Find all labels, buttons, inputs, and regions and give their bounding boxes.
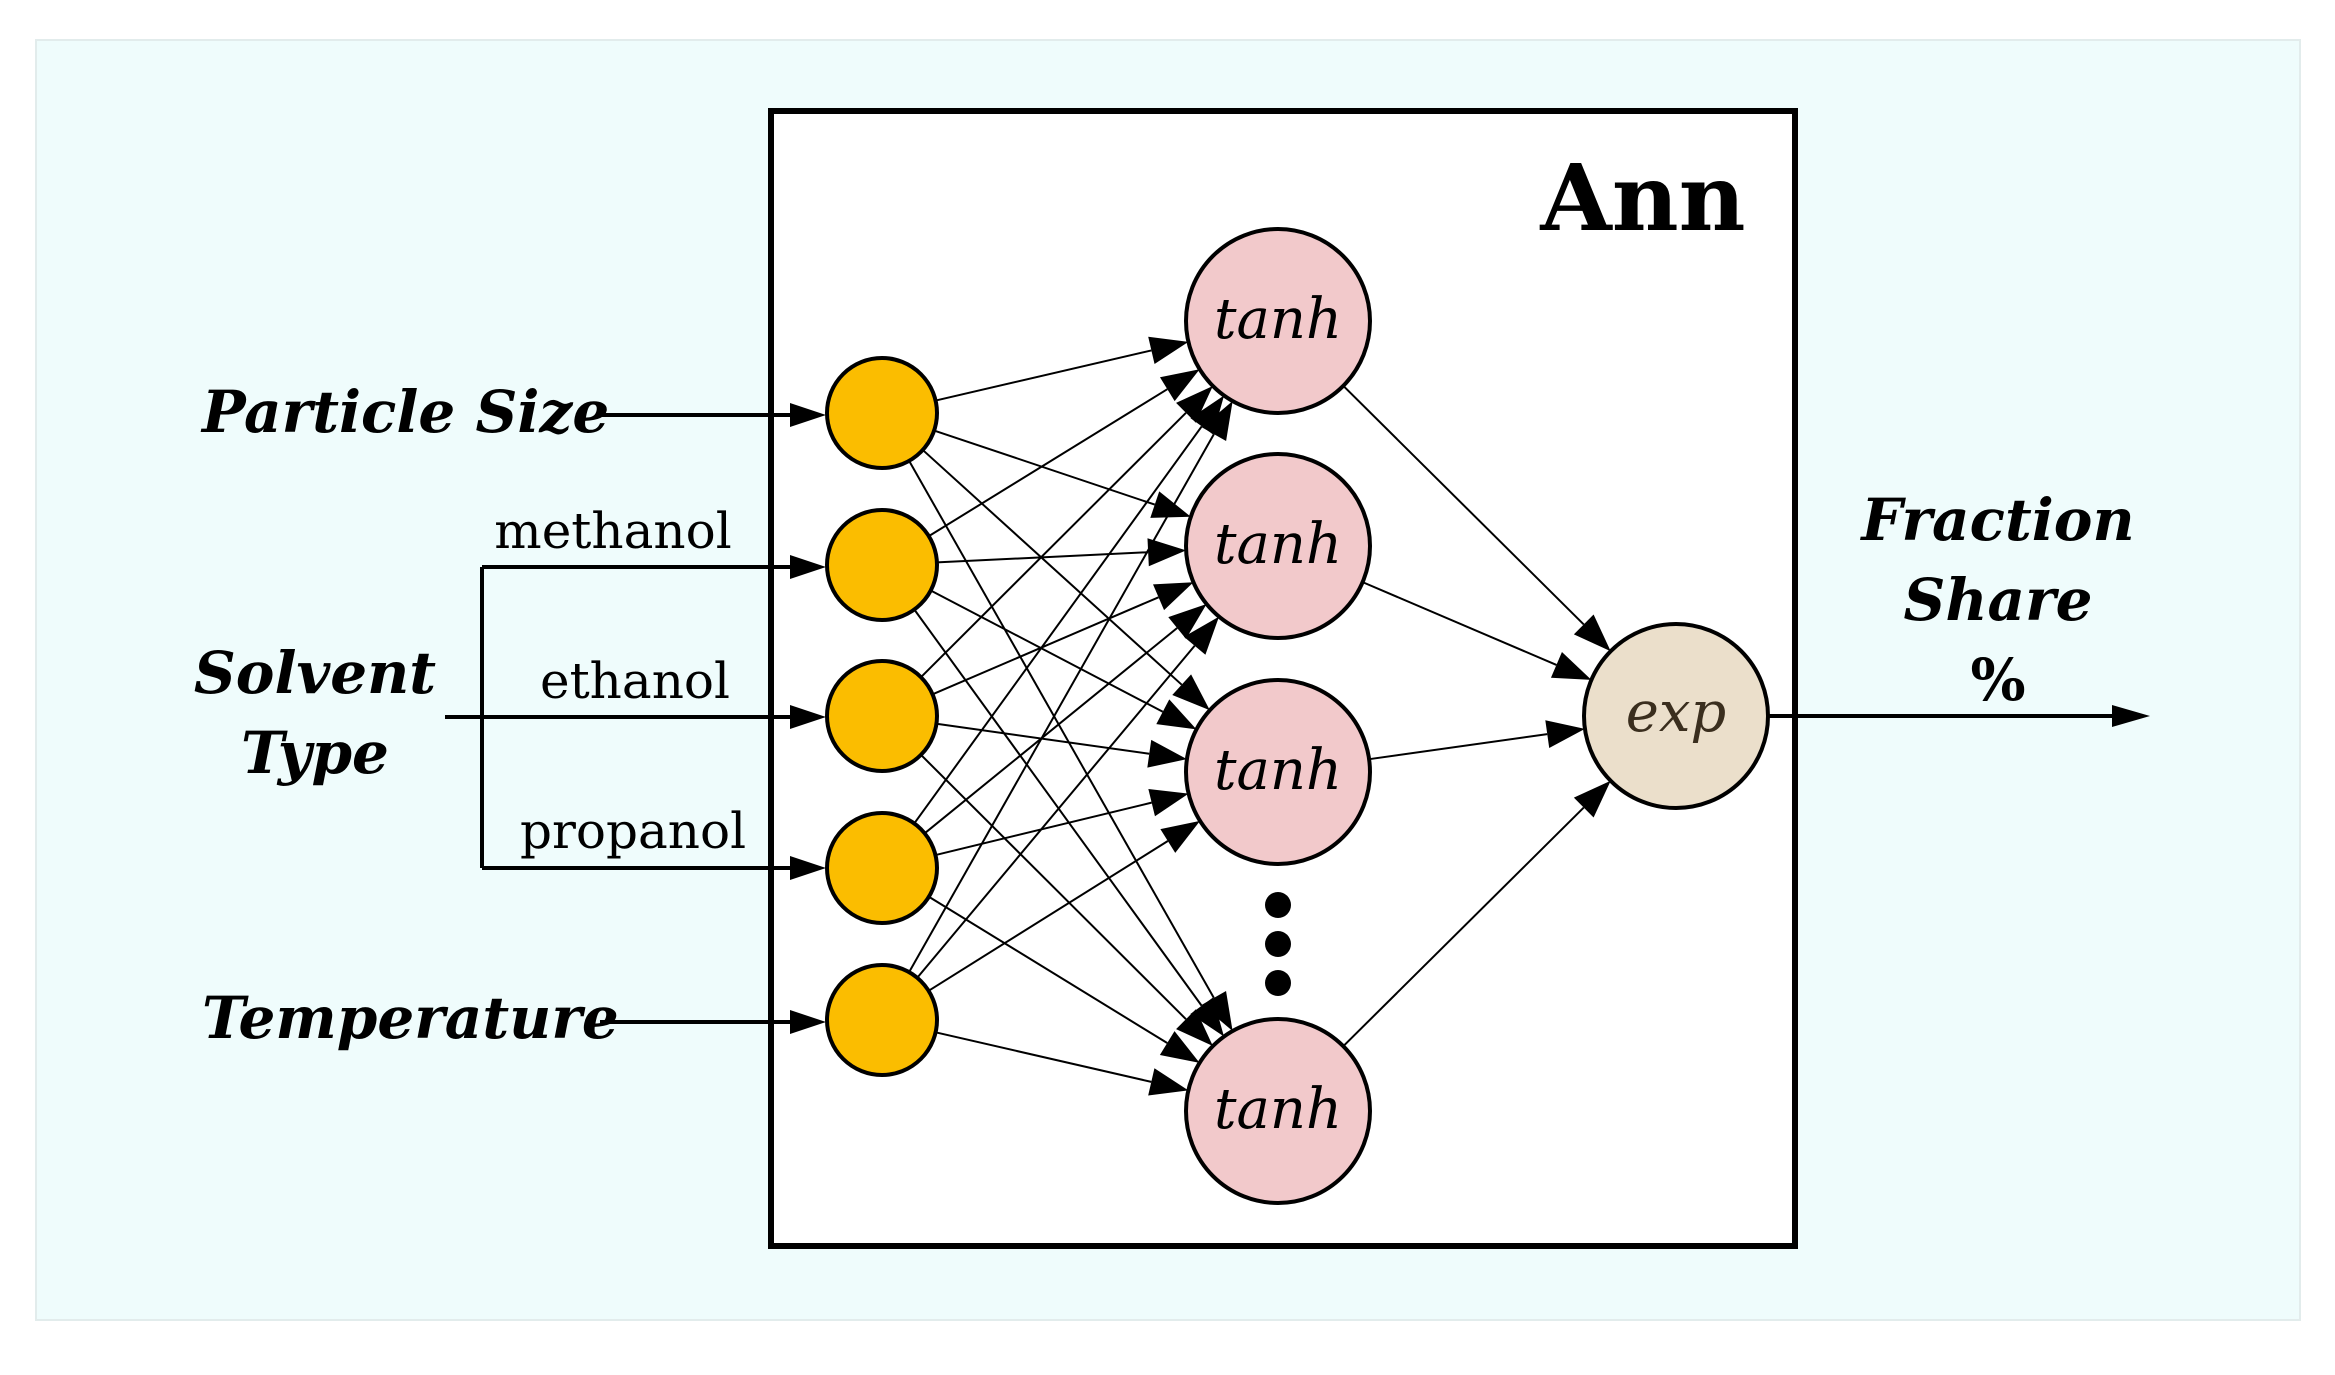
hidden-output-connection-arrowhead <box>1573 780 1611 818</box>
input-hidden-connection-arrowhead <box>1147 739 1187 768</box>
input-hidden-connection <box>936 722 1150 755</box>
input-hidden-connection <box>928 388 1168 537</box>
input-hidden-connection-arrowhead <box>1168 604 1207 639</box>
ellipsis-dot <box>1265 970 1291 996</box>
input-node <box>825 508 939 622</box>
input-node <box>825 963 939 1077</box>
input-node <box>825 811 939 925</box>
input-hidden-connection <box>922 449 1183 686</box>
input-hidden-connection-arrowhead <box>1148 1068 1189 1096</box>
ethanol-arrowhead <box>790 705 826 729</box>
hidden-node <box>1184 678 1372 866</box>
solvent-type-label-line2: Type <box>241 719 389 787</box>
propanol-label: propanol <box>520 802 746 860</box>
input-hidden-connection <box>908 460 1215 999</box>
hidden-output-connection-arrowhead <box>1550 652 1592 680</box>
connection-lines <box>908 336 1611 1096</box>
ellipsis-dot <box>1265 931 1291 957</box>
input-hidden-connection-arrowhead <box>1148 336 1189 365</box>
methanol-label: methanol <box>494 502 731 560</box>
hidden-output-connection-arrowhead <box>1573 614 1611 652</box>
input-hidden-connection-arrowhead <box>1176 385 1213 423</box>
input-hidden-connection <box>935 801 1152 857</box>
input-hidden-connection <box>928 895 1168 1044</box>
ethanol-label: ethanol <box>540 652 730 710</box>
input-hidden-connection-arrowhead <box>1159 369 1200 402</box>
input-hidden-connection-arrowhead <box>1159 1031 1200 1063</box>
output-label-line3: % <box>1970 646 2025 714</box>
hidden-node-activation: tanh <box>1214 1077 1342 1142</box>
output-label-line2: Share <box>1903 566 2092 634</box>
input-node <box>825 659 939 773</box>
propanol-arrowhead <box>790 856 826 880</box>
input-hidden-connection-arrowhead <box>1148 789 1189 817</box>
input-hidden-connection-arrowhead <box>1150 491 1191 518</box>
hidden-node <box>1184 1017 1372 1205</box>
hidden-node-activation: tanh <box>1214 512 1342 577</box>
output-label-line1: Fraction <box>1859 486 2134 554</box>
hidden-output-connection-arrowhead <box>1545 720 1585 748</box>
hidden-node <box>1184 452 1372 640</box>
ann-box-title: Ann <box>1539 144 1745 252</box>
methanol-arrowhead <box>790 555 826 579</box>
input-hidden-connection <box>920 412 1187 678</box>
input-hidden-connection <box>936 551 1149 564</box>
input-hidden-connection <box>908 433 1215 973</box>
input-hidden-connection-arrowhead <box>1160 820 1201 853</box>
particle-size-label: Particle Size <box>200 378 609 446</box>
hidden-output-connection <box>1342 385 1585 626</box>
input-hidden-connection <box>935 1031 1152 1083</box>
input-hidden-connection <box>916 645 1196 979</box>
hidden-output-connection <box>1342 806 1585 1047</box>
hidden-output-connection <box>1368 733 1548 761</box>
input-hidden-connection-arrowhead <box>1190 997 1224 1037</box>
input-hidden-connection-arrowhead <box>1156 699 1197 730</box>
input-feed-arrows <box>445 403 826 1034</box>
input-hidden-connection <box>933 429 1156 506</box>
ellipsis-dot <box>1265 892 1291 918</box>
input-hidden-connection <box>913 425 1203 825</box>
solvent-type-label-line1: Solvent <box>194 639 436 707</box>
input-node <box>825 356 939 470</box>
input-hidden-connection-arrowhead <box>1201 401 1233 442</box>
hidden-output-connection <box>1362 581 1557 666</box>
input-hidden-connection <box>913 608 1203 1007</box>
input-hidden-connection <box>920 754 1187 1020</box>
input-hidden-connection <box>928 840 1169 992</box>
input-hidden-connection-arrowhead <box>1183 616 1220 655</box>
temperature-label: Temperature <box>202 984 619 1052</box>
input-hidden-connection-arrowhead <box>1153 582 1194 611</box>
hidden-node <box>1184 227 1372 415</box>
hidden-node-activation: tanh <box>1214 287 1342 352</box>
input-hidden-connection <box>935 349 1152 402</box>
output-arrowhead <box>2112 705 2150 727</box>
temperature-arrowhead <box>790 1010 826 1034</box>
input-hidden-connection-arrowhead <box>1147 538 1187 567</box>
output-node-activation: exp <box>1626 680 1727 745</box>
particle-size-arrowhead <box>790 403 826 427</box>
input-hidden-connection <box>930 589 1164 713</box>
input-hidden-connection <box>932 596 1159 696</box>
hidden-node-activation: tanh <box>1214 738 1342 803</box>
input-hidden-connection-arrowhead <box>1172 674 1210 711</box>
input-layer <box>825 356 939 1077</box>
input-hidden-connection <box>924 627 1178 835</box>
hidden-layer: tanh tanh tanh tanh <box>1184 227 1372 1205</box>
input-hidden-connection-arrowhead <box>1176 1009 1213 1047</box>
